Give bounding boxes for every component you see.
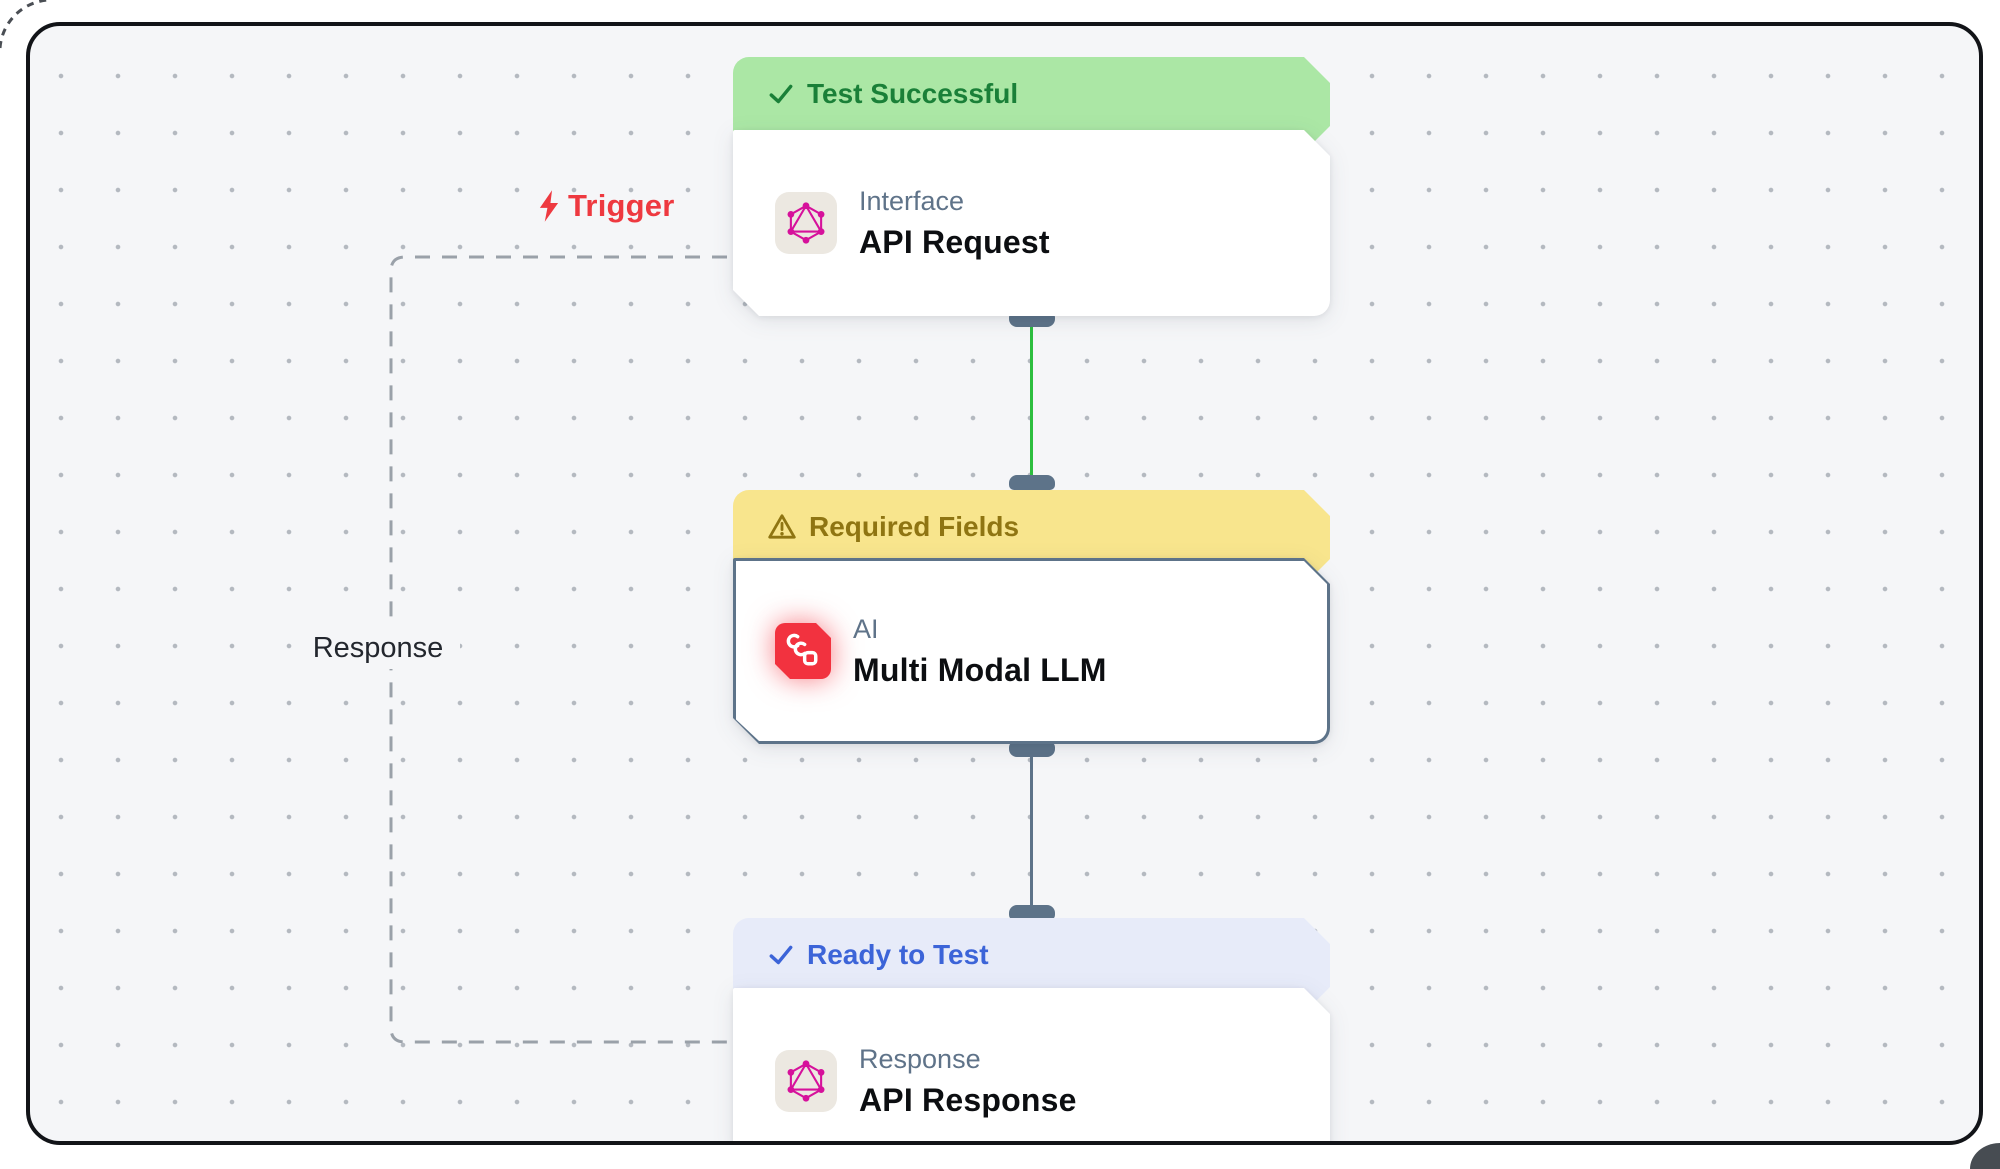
edge-request-to-llm: [1030, 319, 1033, 481]
connector-handle-llm-input[interactable]: [1009, 475, 1055, 490]
node-title: API Response: [859, 1081, 1077, 1118]
node-api-request[interactable]: Test Successful: [733, 57, 1330, 316]
edge-label-response-text: Response: [312, 632, 444, 664]
edge-label-response: Response: [296, 628, 460, 669]
node-title: API Request: [859, 223, 1050, 260]
node-title: Multi Modal LLM: [853, 651, 1107, 688]
node-category: AI: [853, 613, 879, 644]
connector-handle-llm-output[interactable]: [1009, 742, 1055, 757]
warning-icon: [767, 513, 797, 541]
edge-label-trigger-text: Trigger: [568, 188, 675, 223]
node-multi-modal-llm[interactable]: Required Fields: [733, 490, 1330, 746]
corner-arc-decoration: [0, 0, 49, 49]
workflow-canvas[interactable]: Trigger Response Test Successful: [26, 22, 1983, 1145]
node-card[interactable]: Response API Response: [733, 988, 1330, 1145]
node-card-selected[interactable]: AI Multi Modal LLM: [733, 558, 1330, 744]
status-label: Test Successful: [807, 77, 1019, 109]
graphql-icon: [775, 192, 837, 254]
node-category: Response: [859, 1043, 981, 1074]
node-api-response[interactable]: Ready to Test: [733, 918, 1330, 1145]
edge-label-trigger: Trigger: [534, 188, 674, 224]
check-icon: [767, 80, 795, 108]
bolt-icon: [534, 189, 564, 223]
status-label: Required Fields: [809, 510, 1020, 542]
node-category: Interface: [859, 185, 965, 216]
check-icon: [767, 941, 795, 969]
status-label: Ready to Test: [807, 938, 989, 970]
corner-fold-decoration: [1970, 1143, 2000, 1169]
graphql-icon: [775, 1050, 837, 1112]
connector-handle-response-input[interactable]: [1009, 905, 1055, 920]
edge-llm-to-response: [1030, 749, 1033, 911]
chain-links-icon: [775, 623, 831, 679]
node-card[interactable]: Interface API Request: [733, 130, 1330, 316]
